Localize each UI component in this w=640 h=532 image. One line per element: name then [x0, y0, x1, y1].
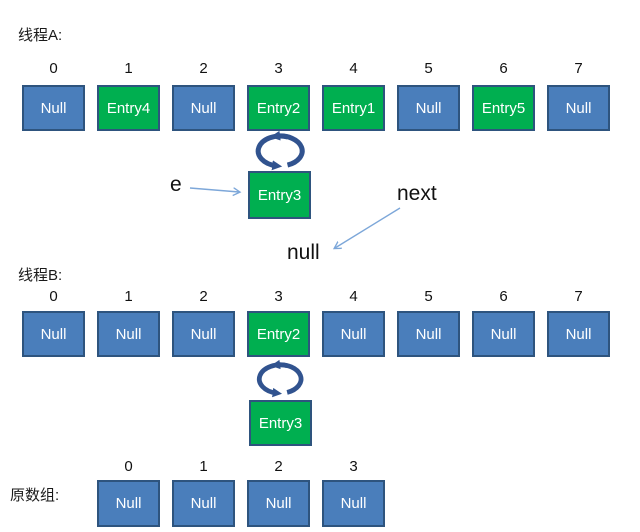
e-arrow	[189, 187, 247, 198]
thread-a-entry3-node: Entry3	[248, 171, 311, 219]
next-pointer-label: next	[397, 182, 437, 205]
thread-b-cell-0: Null	[22, 311, 85, 357]
original-array-label: 原数组:	[10, 487, 60, 504]
thread-b-index-2: 2	[199, 288, 208, 305]
thread-b-cell-2: Null	[172, 311, 235, 357]
thread-b-cell-1: Null	[97, 311, 160, 357]
thread-a-index-1: 1	[124, 60, 133, 77]
thread-b-cell-6: Null	[472, 311, 535, 357]
original-array-index-0: 0	[124, 458, 133, 475]
thread-a-cell-6: Entry5	[472, 85, 535, 131]
thread-b-index-5: 5	[424, 288, 433, 305]
original-array-index-2: 2	[274, 458, 283, 475]
thread-b-index-1: 1	[124, 288, 133, 305]
thread-b-index-7: 7	[574, 288, 583, 305]
original-array-index-3: 3	[349, 458, 358, 475]
thread-b-index-4: 4	[349, 288, 358, 305]
thread-a-cell-5: Null	[397, 85, 460, 131]
thread-b-index-3: 3	[274, 288, 283, 305]
cycle-arrows-icon	[256, 359, 304, 398]
thread-b-index-0: 0	[49, 288, 58, 305]
cycle-arrows-icon	[255, 130, 305, 171]
original-array-cell-3: Null	[322, 480, 385, 527]
thread-a-index-7: 7	[574, 60, 583, 77]
e-pointer-label: e	[170, 173, 182, 196]
thread-b-index-6: 6	[499, 288, 508, 305]
thread-b-entry3-node: Entry3	[249, 400, 312, 446]
thread-a-index-6: 6	[499, 60, 508, 77]
original-array-cell-1: Null	[172, 480, 235, 527]
thread-b-cell-4: Null	[322, 311, 385, 357]
thread-a-index-2: 2	[199, 60, 208, 77]
thread-b-cell-7: Null	[547, 311, 610, 357]
thread-a-label: 线程A:	[18, 27, 63, 44]
thread-a-index-4: 4	[349, 60, 358, 77]
thread-a-cell-0: Null	[22, 85, 85, 131]
thread-a-cell-7: Null	[547, 85, 610, 131]
original-array-cell-2: Null	[247, 480, 310, 527]
original-array-index-1: 1	[199, 458, 208, 475]
thread-a-cell-2: Null	[172, 85, 235, 131]
thread-b-cell-3: Entry2	[247, 311, 310, 357]
thread-a-cell-4: Entry1	[322, 85, 385, 131]
null-pointer-label: null	[287, 241, 320, 264]
original-array-cell-0: Null	[97, 480, 160, 527]
thread-a-cell-3: Entry2	[247, 85, 310, 131]
thread-a-index-0: 0	[49, 60, 58, 77]
thread-b-label: 线程B:	[18, 267, 63, 284]
thread-b-cell-5: Null	[397, 311, 460, 357]
next-arrow	[328, 207, 401, 254]
hashmap-concurrency-diagram: 线程A: 0 1 2 3 4 5 6 7 Null Entry4 Null En…	[0, 18, 640, 532]
thread-a-cell-1: Entry4	[97, 85, 160, 131]
thread-a-index-5: 5	[424, 60, 433, 77]
thread-a-index-3: 3	[274, 60, 283, 77]
